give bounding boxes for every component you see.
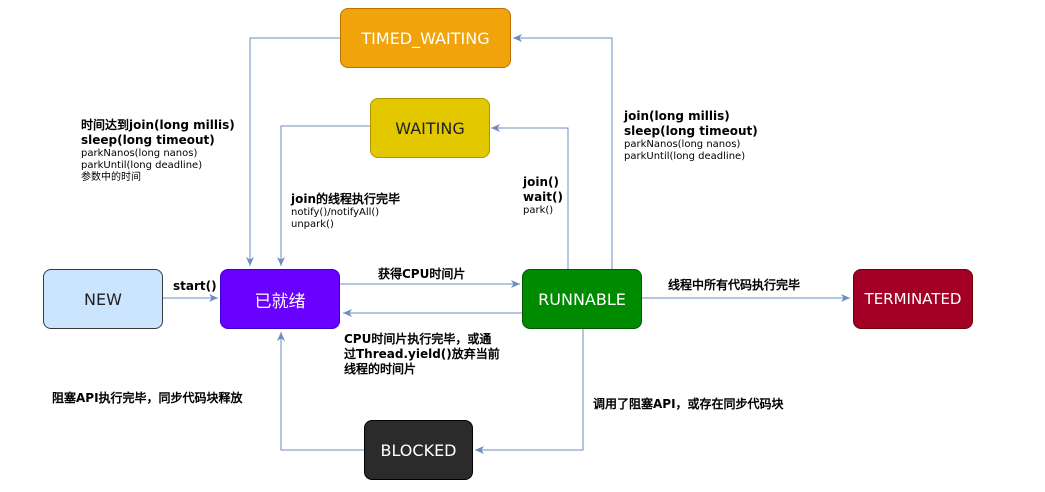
label-cpu-done-line-3: 线程的时间片 [344, 362, 417, 376]
label-get-cpu-text: 获得CPU时间片 [378, 267, 466, 281]
edge-timed-to-ready [246, 37, 340, 266]
label-blocking-done: 阻塞API执行完毕，同步代码块释放 [52, 391, 243, 406]
label-timed-done-sleep: sleep(long timeout) [81, 133, 215, 147]
edge-blocked-to-ready [277, 332, 364, 451]
label-waiting-done-bold: join的线程执行完毕 [291, 192, 401, 206]
node-timed-waiting-label: TIMED_WAITING [361, 28, 490, 48]
node-ready: 已就绪 [220, 269, 340, 329]
label-timed-done-parknanos: parkNanos(long nanos) [81, 148, 198, 159]
node-waiting-label: WAITING [395, 118, 465, 138]
node-ready-label: 已就绪 [254, 291, 306, 312]
label-waiting-done-unpark: unpark() [291, 219, 334, 230]
node-runnable-label: RUNNABLE [538, 289, 626, 309]
node-terminated-label: TERMINATED [864, 290, 962, 308]
node-terminated: TERMINATED [853, 269, 973, 329]
node-runnable: RUNNABLE [522, 269, 642, 329]
node-waiting: WAITING [370, 98, 490, 158]
label-timed-done-parkuntil: parkUntil(long deadline) [81, 160, 203, 171]
node-blocked-label: BLOCKED [380, 440, 457, 460]
label-to-timed-parkuntil: parkUntil(long deadline) [624, 151, 746, 162]
label-waiting-done-notify: notify()/notifyAll() [291, 207, 380, 218]
label-to-timed: join(long millis) sleep(long timeout) pa… [624, 109, 758, 163]
edge-waiting-to-ready [277, 125, 370, 266]
label-cpu-done-line-2: 过Thread.yield()放弃当前 [344, 347, 500, 361]
label-all-code-done: 线程中所有代码执行完毕 [668, 278, 800, 293]
label-all-code-done-text: 线程中所有代码执行完毕 [668, 278, 801, 292]
node-timed-waiting: TIMED_WAITING [340, 8, 511, 68]
label-to-timed-parknanos: parkNanos(long nanos) [624, 139, 741, 150]
label-to-timed-join: join(long millis) [624, 109, 730, 123]
label-timed-done: 时间达到join(long millis) sleep(long timeout… [81, 118, 235, 184]
label-cpu-done-line-1: CPU时间片执行完毕，或通 [344, 332, 492, 346]
label-cpu-done: CPU时间片执行完毕，或通 过Thread.yield()放弃当前 线程的时间片 [344, 332, 500, 377]
label-to-waiting: join() wait() park() [523, 175, 563, 217]
edge-runnable-to-timed [513, 34, 613, 269]
label-get-cpu: 获得CPU时间片 [378, 267, 465, 282]
label-start: start() [173, 279, 217, 294]
node-new-label: NEW [84, 289, 122, 309]
node-blocked: BLOCKED [364, 420, 473, 480]
label-timed-done-join: 时间达到join(long millis) [81, 118, 235, 132]
label-to-waiting-join: join() [523, 175, 559, 189]
label-waiting-done: join的线程执行完毕 notify()/notifyAll() unpark(… [291, 192, 400, 231]
label-to-waiting-park: park() [523, 205, 554, 216]
label-timed-done-param: 参数中的时间 [81, 172, 141, 183]
label-to-timed-sleep: sleep(long timeout) [624, 124, 758, 138]
label-blocking-done-text: 阻塞API执行完毕，同步代码块释放 [52, 391, 243, 405]
edge-runnable-to-blocked [475, 328, 584, 454]
label-blocking-api-text: 调用了阻塞API，或存在同步代码块 [593, 397, 784, 411]
edge-runnable-to-waiting [491, 124, 569, 269]
label-to-waiting-wait: wait() [523, 190, 564, 204]
label-start-text: start() [173, 279, 217, 293]
label-blocking-api: 调用了阻塞API，或存在同步代码块 [593, 397, 784, 412]
node-new: NEW [43, 269, 163, 329]
